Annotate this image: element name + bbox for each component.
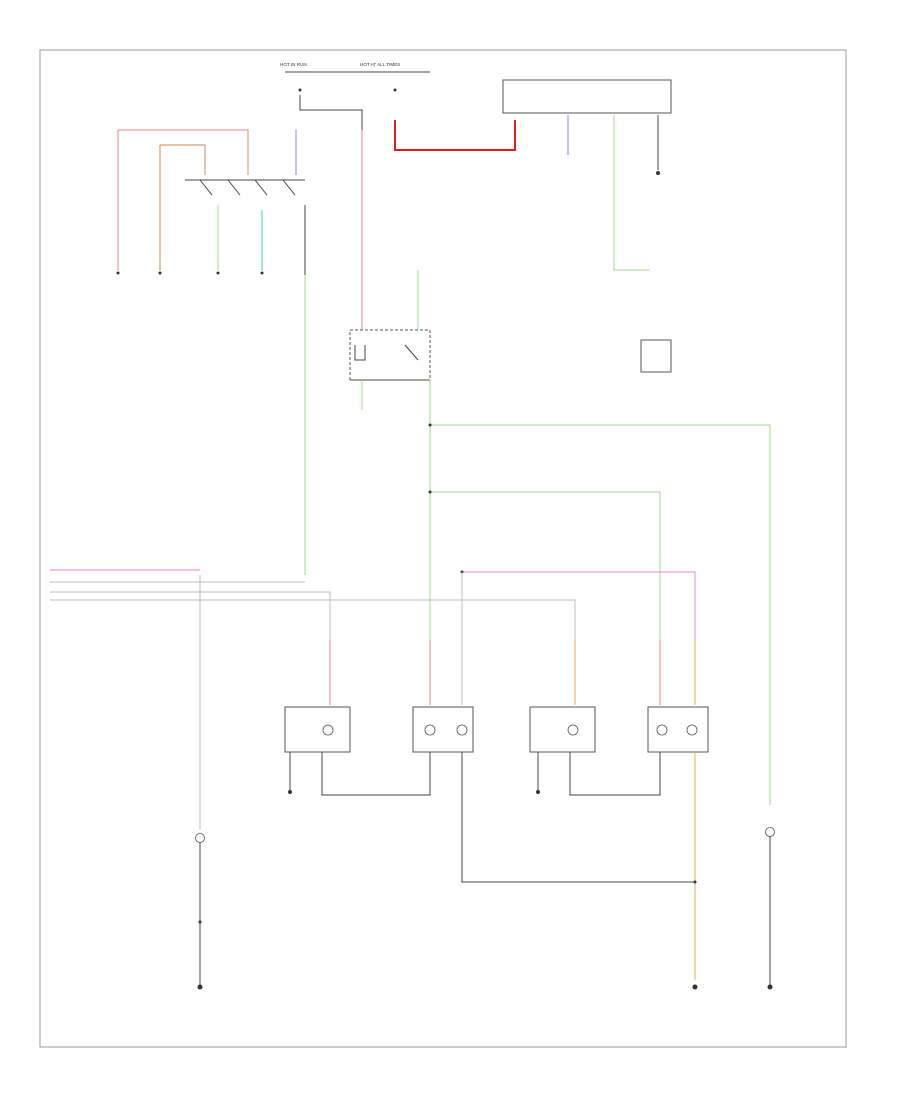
high-mount-stop-lamp [765,827,775,990]
red-feed-wire [394,120,516,151]
trailer-relay-module [502,79,672,114]
trailer-connector-box [640,339,672,373]
green-relay-wire [613,115,650,271]
hot-at-all-times-label: HOT AT ALL TIMES [360,62,400,67]
hot-in-run-label: HOT IN RUN [280,62,307,67]
left-stop-lamp-assembly [284,706,351,753]
multifunction-switch [116,129,306,275]
left-turn-lamp-assembly [412,706,474,753]
diagram-frame [39,49,847,1048]
green-bus-mid [430,491,661,640]
right-turn-lamp-assembly [647,706,709,753]
stoplamp-switch [349,270,431,425]
connector-legend [50,569,576,640]
magenta-turn-wire [462,571,696,640]
green-bus-upper [430,424,771,805]
fuse-feed-wire [299,95,363,130]
right-stop-lamp-assembly [529,706,596,753]
power-feed-header: HOT IN RUN HOT AT ALL TIMES [280,62,430,92]
license-lamp [195,833,205,990]
